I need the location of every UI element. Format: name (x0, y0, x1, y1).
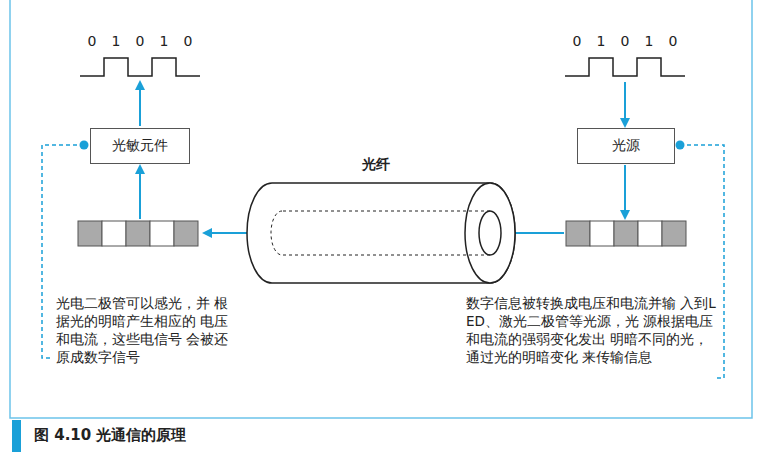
bit-label: 0 (130, 33, 150, 49)
part-name: 光纤 (362, 156, 390, 174)
process-box: 光敏元件 (90, 128, 190, 164)
arrow (139, 82, 141, 126)
optical-fiber (247, 183, 515, 283)
bit-label: 1 (639, 33, 659, 49)
arrow (139, 166, 141, 219)
bit-label: 0 (178, 33, 198, 49)
note-text: 数字信息被转换成电压和电流并输 入到LED、激光二极管等光源，光 源根据电压和电… (466, 294, 716, 366)
frame (10, 0, 752, 418)
square-wave (80, 58, 200, 76)
process-box: 光源 (577, 128, 675, 164)
note-text: 光电二极管可以感光，并 根据光的明暗产生相应的 电压和电流，这些电信号 会被还原… (56, 294, 240, 366)
box-label: 光源 (612, 137, 640, 155)
caption: 图 4.10 光通信的原理 (34, 426, 186, 445)
bit-label: 1 (154, 33, 174, 49)
bit-label: 0 (615, 33, 635, 49)
bit-label: 1 (591, 33, 611, 49)
light-strip (78, 221, 198, 246)
arrow (204, 232, 250, 234)
arrow (624, 82, 626, 126)
square-wave (565, 58, 685, 76)
caption-tab (12, 420, 21, 452)
bit-label: 0 (82, 33, 102, 49)
box-label: 光敏元件 (112, 137, 168, 155)
arrow (624, 165, 626, 218)
callout-dot (676, 141, 685, 150)
bit-label: 0 (567, 33, 587, 49)
callout-dot (80, 141, 89, 150)
bit-label: 1 (106, 33, 126, 49)
light-strip (566, 221, 686, 246)
bit-label: 0 (663, 33, 683, 49)
